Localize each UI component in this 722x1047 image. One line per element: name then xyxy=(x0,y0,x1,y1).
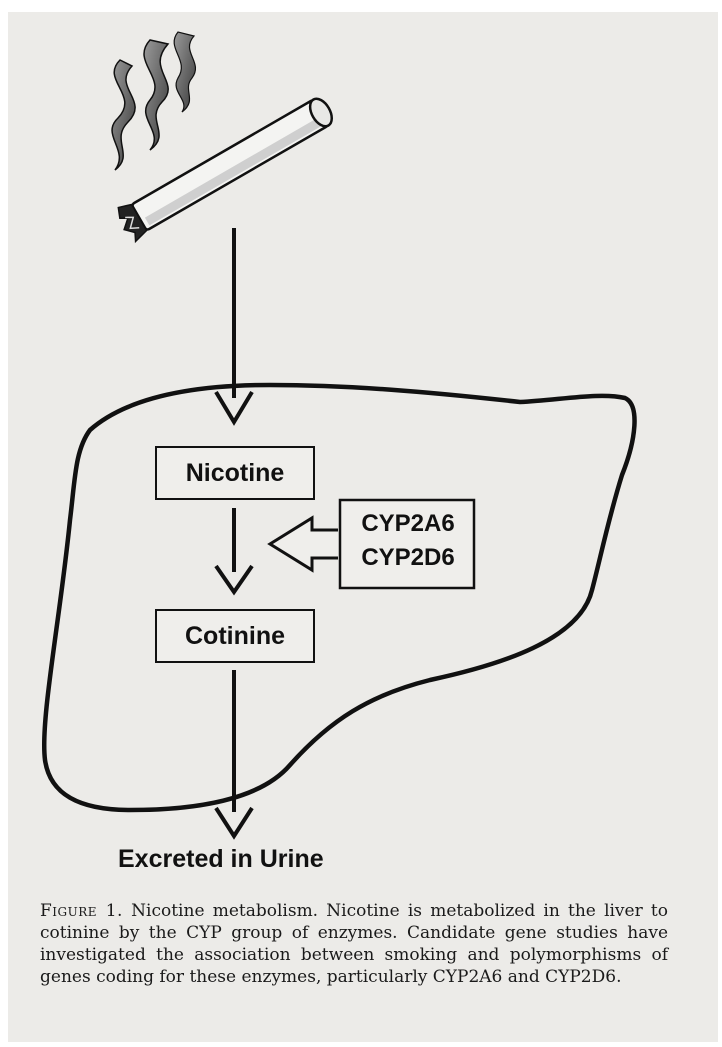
figure-caption-text: Nicotine metabolism. Nicotine is metabol… xyxy=(40,901,668,987)
figure-caption: Figure 1. Nicotine metabolism. Nicotine … xyxy=(40,900,668,988)
enzyme-label-cyp2d6: CYP2D6 xyxy=(343,544,473,572)
arrow-nicotine-to-cotinine xyxy=(216,508,252,592)
metabolism-diagram xyxy=(0,0,722,890)
cotinine-label: Cotinine xyxy=(185,622,285,651)
enzyme-block-arrow xyxy=(270,518,338,570)
enzyme-label-cyp2a6: CYP2A6 xyxy=(343,510,473,538)
nicotine-box: Nicotine xyxy=(155,446,315,500)
arrow-cigarette-to-nicotine xyxy=(216,228,252,422)
cotinine-box: Cotinine xyxy=(155,609,315,663)
cigarette-icon xyxy=(112,32,338,243)
smoke-wisp xyxy=(112,60,135,170)
smoke-wisp xyxy=(174,32,195,112)
liver-outline xyxy=(44,385,634,810)
nicotine-label: Nicotine xyxy=(186,459,285,488)
arrow-cotinine-to-urine xyxy=(216,670,252,836)
excreted-in-urine-label: Excreted in Urine xyxy=(118,845,324,874)
cigarette-shading xyxy=(145,118,323,226)
smoke-wisp xyxy=(144,40,168,150)
figure-caption-label: Figure 1. xyxy=(40,901,123,921)
